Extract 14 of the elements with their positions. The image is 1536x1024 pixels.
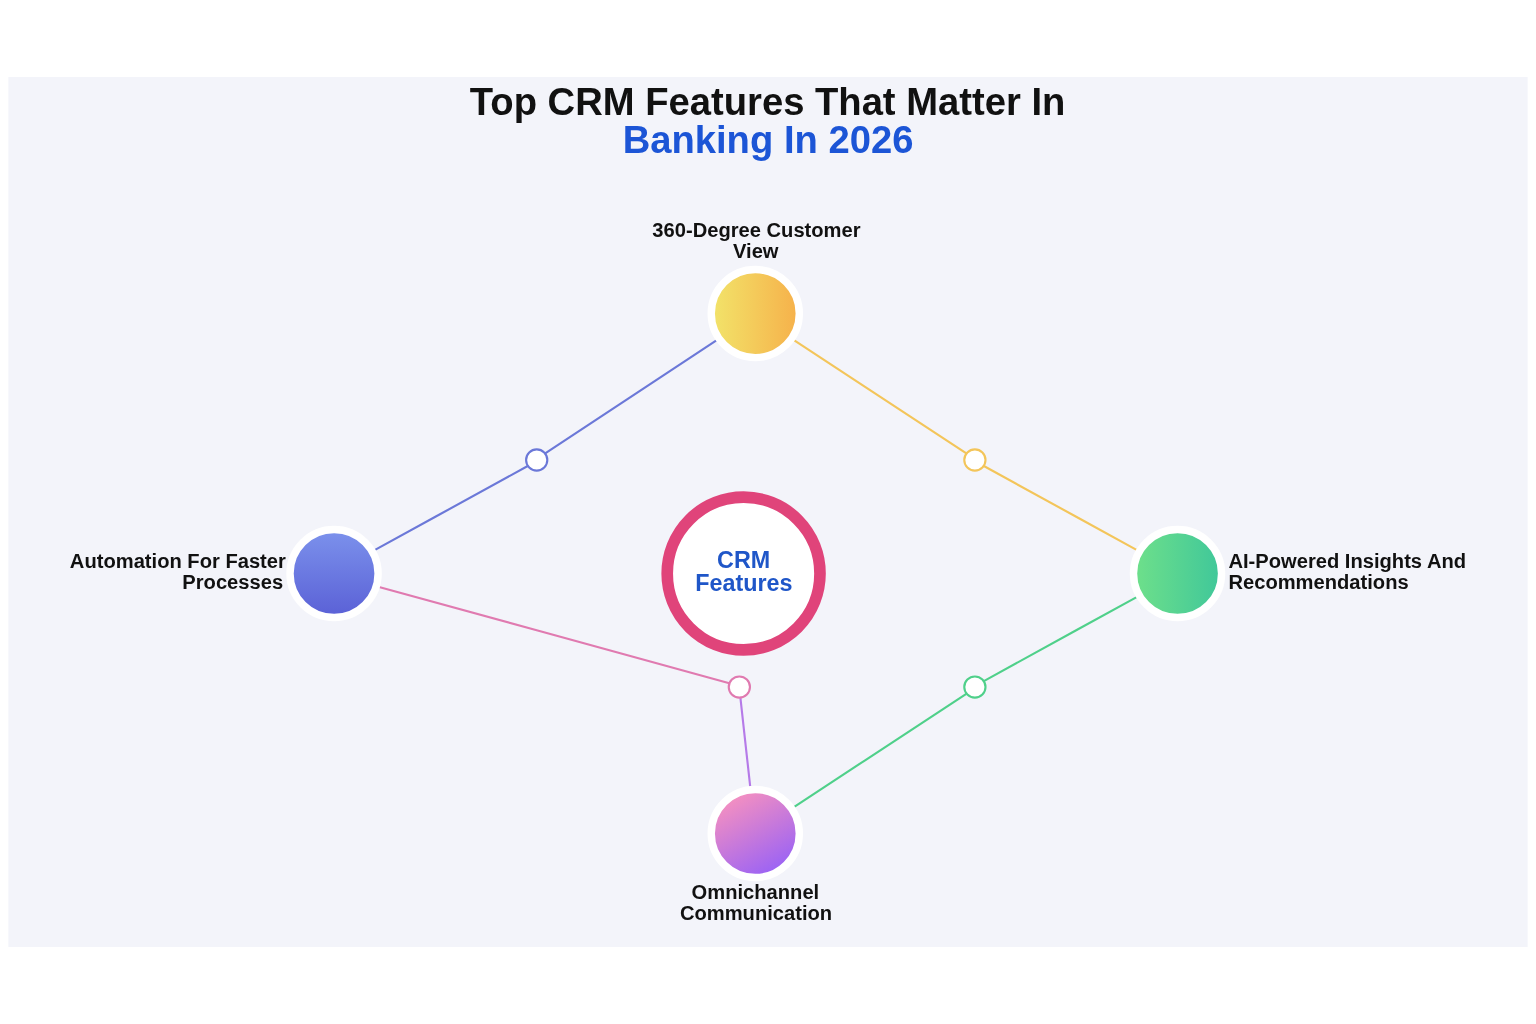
node-circle (727, 675, 751, 699)
node-circle (707, 265, 803, 362)
node-label: Omnichannel Communication (679, 881, 833, 924)
node-circle (963, 675, 987, 699)
node-circle (1129, 525, 1226, 622)
node-circle (286, 525, 382, 622)
node-label: AI-Powered Insights And Recommendations (1228, 550, 1467, 593)
node-label: 360-Degree Customer View (652, 219, 861, 262)
node-label: Automation For Faster Processes (69, 550, 286, 593)
node-circle (525, 448, 549, 472)
node-circle (707, 785, 803, 882)
node-circle: CRM Features (661, 491, 826, 656)
node-circle (963, 448, 987, 472)
diagram-title: Top CRM Features That Matter In Banking In 2026 (469, 79, 1066, 162)
